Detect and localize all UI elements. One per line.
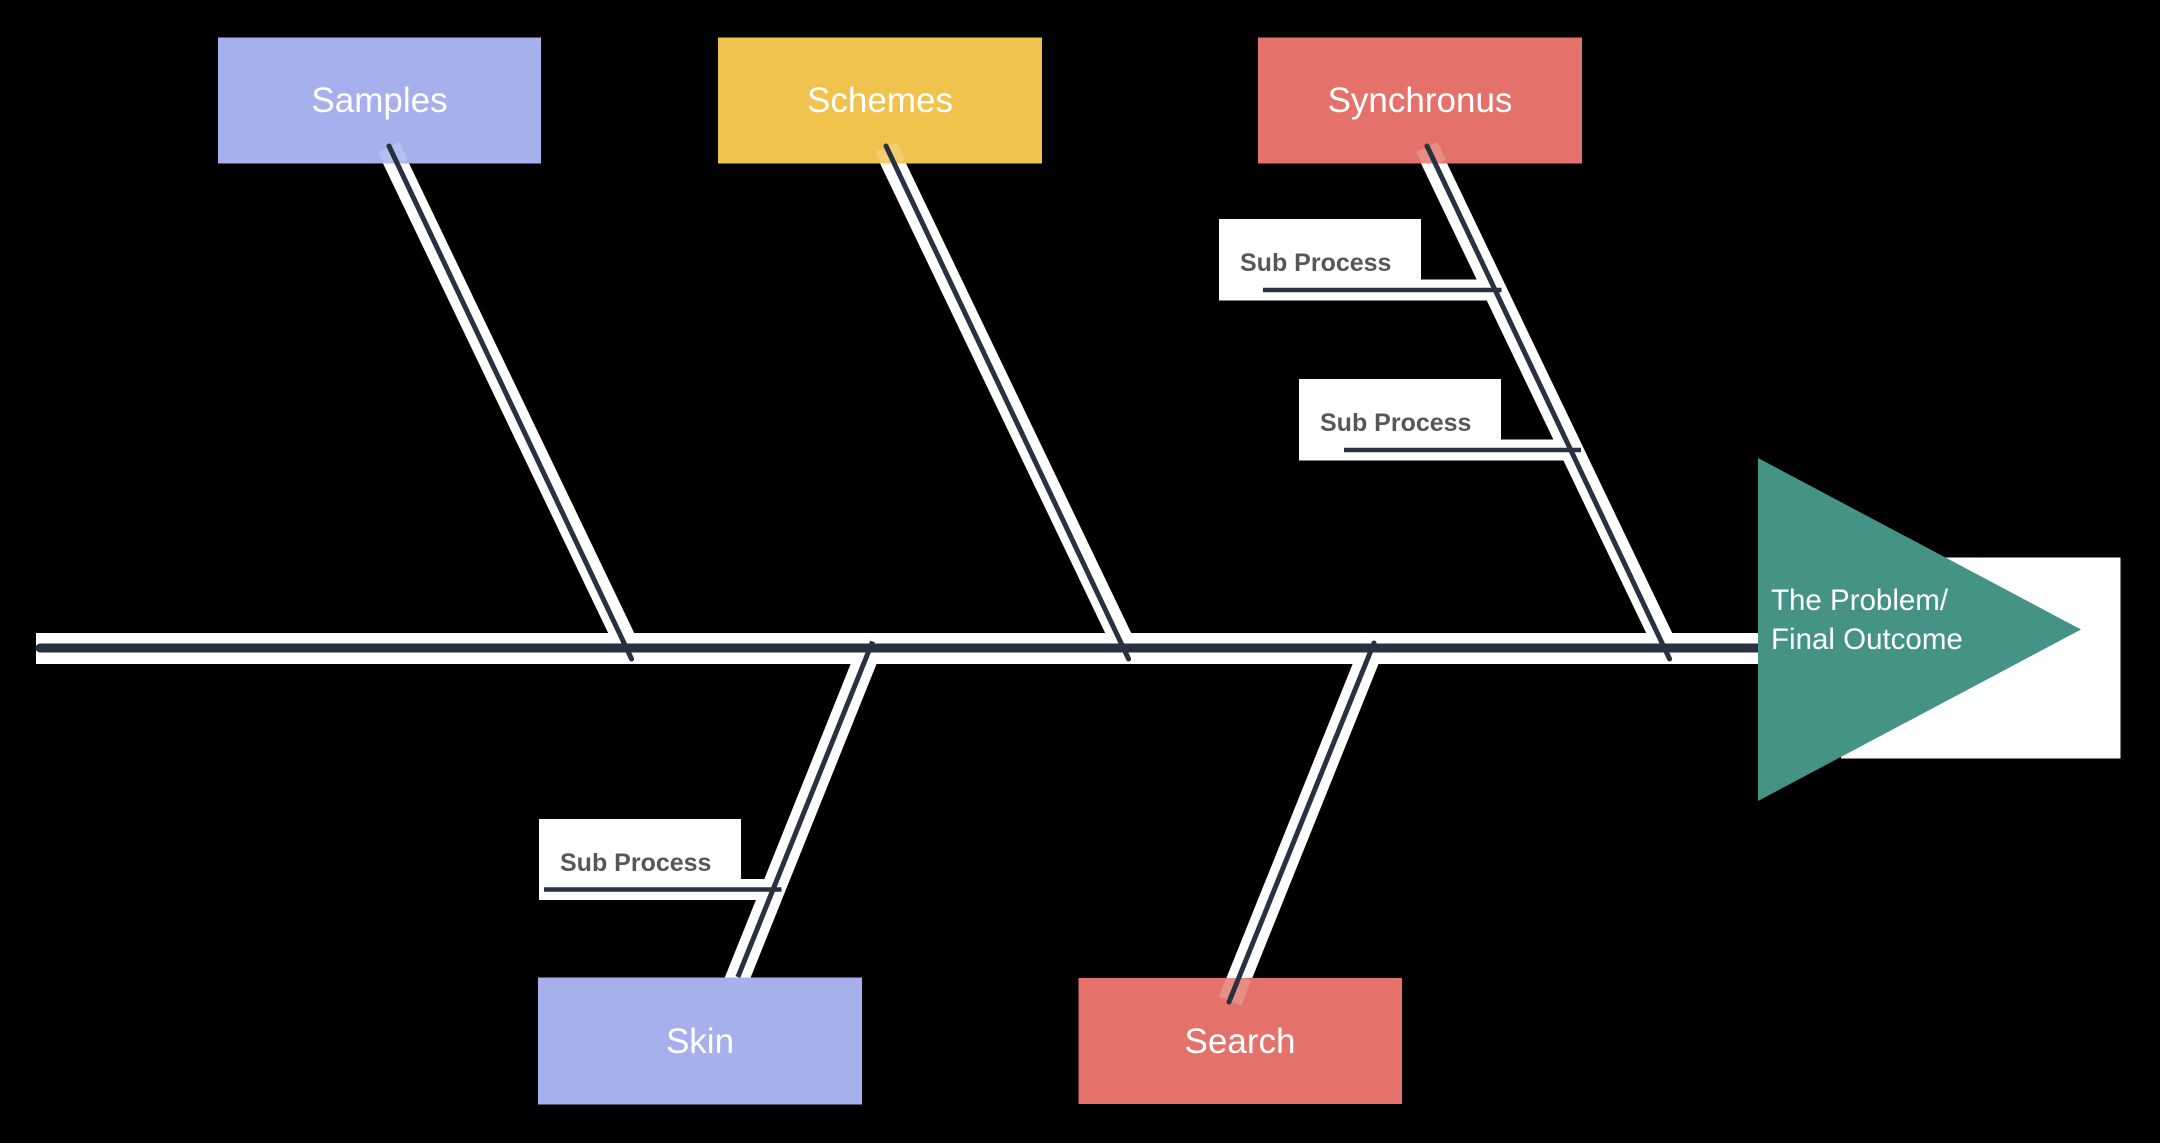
svg-text:Synchronus: Synchronus bbox=[1328, 81, 1513, 120]
svg-text:Final Outcome: Final Outcome bbox=[1771, 623, 1963, 656]
svg-text:Sub Process: Sub Process bbox=[1240, 249, 1391, 277]
svg-text:Samples: Samples bbox=[311, 81, 447, 120]
svg-text:Search: Search bbox=[1185, 1022, 1296, 1061]
svg-text:The Problem/: The Problem/ bbox=[1771, 584, 1949, 617]
svg-text:Skin: Skin bbox=[666, 1022, 734, 1061]
svg-text:Sub Process: Sub Process bbox=[1320, 409, 1471, 437]
svg-text:Schemes: Schemes bbox=[807, 81, 953, 120]
svg-text:Sub Process: Sub Process bbox=[560, 849, 711, 877]
